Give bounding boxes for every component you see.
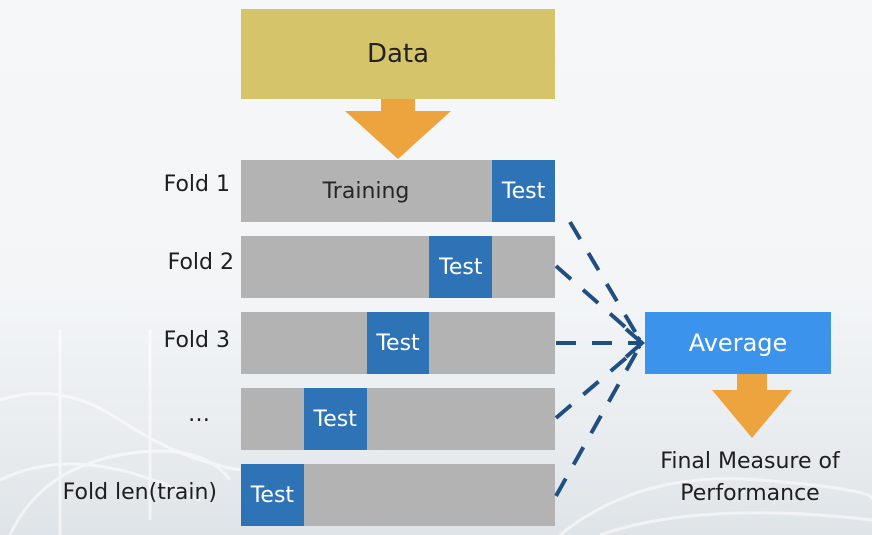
fold-bar-1: Training Test xyxy=(241,160,555,222)
arrowhead-icon xyxy=(624,327,646,359)
test-segment: Test xyxy=(241,464,304,526)
test-segment: Test xyxy=(366,312,430,374)
connector-fold-1 xyxy=(568,220,642,342)
data-box-label: Data xyxy=(366,39,430,69)
connector-fold-2 xyxy=(554,264,642,342)
test-segment: Test xyxy=(303,388,367,450)
connector-fold-4 xyxy=(554,344,642,420)
average-box: Average xyxy=(645,312,831,374)
average-label: Average xyxy=(688,329,788,357)
fold-bar-5: Test xyxy=(241,464,555,526)
fold-label-ellipsis: … xyxy=(188,402,210,427)
test-segment: Test xyxy=(429,236,493,298)
down-arrow-icon xyxy=(712,374,792,438)
fold-bar-2: Test xyxy=(241,236,555,298)
training-segment-label: Training xyxy=(322,178,410,204)
final-measure-text: Final Measure of Performance xyxy=(630,446,870,510)
fold-label-2: Fold 2 xyxy=(167,250,234,275)
final-measure-line-1: Final Measure of xyxy=(660,449,840,474)
final-measure-line-2: Performance xyxy=(680,481,820,506)
test-segment: Test xyxy=(492,160,555,222)
connector-fold-5 xyxy=(554,345,642,497)
fold-bar-4: Test xyxy=(241,388,555,450)
fold-label-last: Fold len(train) xyxy=(62,480,217,505)
fold-label-1: Fold 1 xyxy=(163,172,230,197)
fold-bar-3: Test xyxy=(241,312,555,374)
down-arrow-icon xyxy=(345,99,451,159)
data-box: Data xyxy=(241,9,555,99)
fold-label-3: Fold 3 xyxy=(163,328,230,353)
